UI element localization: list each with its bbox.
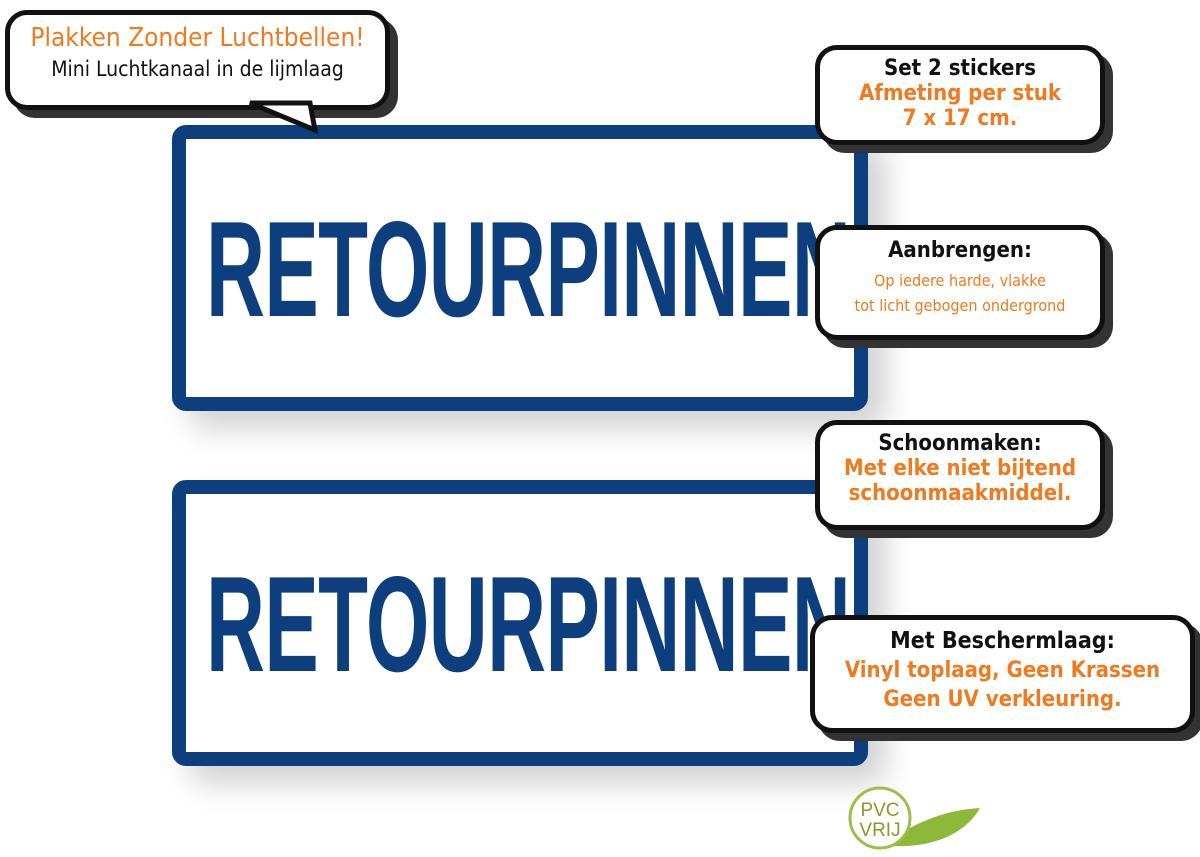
bubble-text: Op iedere harde, vlakke [874,271,1046,290]
sticker-sign-2: RETOURPINNEN [172,480,868,766]
bubble-clean: Schoonmaken: Met elke niet bijtend schoo… [815,420,1105,530]
bubble-text: 7 x 17 cm. [902,106,1018,131]
sign-text: RETOURPINNEN [206,193,851,345]
bubble-text: schoonmaakmiddel. [848,481,1072,506]
bubble-no-bubbles: Plakken Zonder Luchtbellen! Mini Luchtka… [5,10,390,110]
bubble-text: tot licht gebogen ondergrond [854,296,1066,315]
bubble-title: Set 2 stickers [884,56,1036,81]
bubble-title: Schoonmaken: [878,431,1042,456]
sticker-sign-1: RETOURPINNEN [172,125,868,411]
bubble-protect: Met Beschermlaag: Vinyl toplaag, Geen Kr… [810,615,1195,733]
logo-text-pvc: PVC [860,800,899,821]
bubble-text: Met elke niet bijtend [843,456,1077,481]
sign-text: RETOURPINNEN [206,548,851,700]
bubble-title: Plakken Zonder Luchtbellen! [30,23,365,53]
bubble-text: Mini Luchtkanaal in de lijmlaag [51,57,344,81]
bubble-text: Vinyl toplaag, Geen Krassen [844,658,1161,683]
logo-text-vrij: VRIJ [859,820,900,841]
bubble-apply: Aanbrengen: Op iedere harde, vlakke tot … [815,225,1105,340]
bubble-text: Geen UV verkleuring. [883,687,1122,712]
pvc-free-logo: PVC VRIJ [848,786,980,850]
bubble-stickers: Set 2 stickers Afmeting per stuk 7 x 17 … [815,45,1105,145]
bubble-title: Met Beschermlaag: [890,628,1115,654]
bubble-text: Afmeting per stuk [858,81,1062,106]
bubble-tail [249,100,319,135]
bubble-title: Aanbrengen: [888,238,1032,263]
